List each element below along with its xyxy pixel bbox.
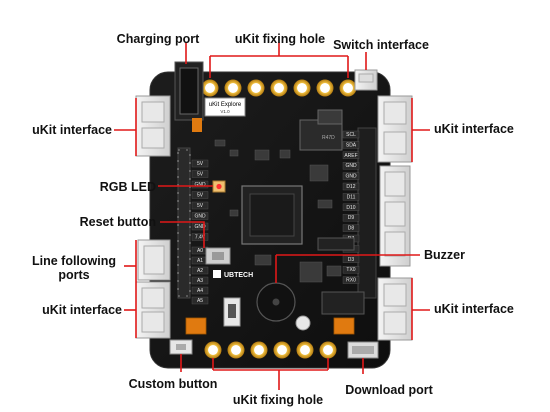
smd-components	[214, 139, 342, 283]
label-ukit-interface-left-bottom: uKit interface	[42, 303, 122, 317]
right-pin-label-bg	[342, 276, 360, 284]
ukit-connectors-right-bottom	[377, 277, 413, 341]
right-header-strip	[357, 127, 377, 299]
ukit-connectors-left-top	[135, 95, 171, 157]
left-pin-label: 7.4V	[195, 235, 206, 241]
left-analog-label-bg	[191, 266, 209, 275]
left-pin-label: 5V	[197, 161, 204, 167]
header-block-right	[317, 237, 365, 315]
left-analog-label-bg	[191, 296, 209, 305]
board-version-text: V1.0	[220, 109, 230, 114]
left-pin-label: GND	[194, 214, 206, 220]
right-pin-label: RX0	[346, 278, 356, 284]
ukit-connectors-left-mid	[137, 239, 171, 281]
board-name-text: uKit Explore	[209, 102, 242, 108]
right-pin-label-bg	[342, 224, 360, 232]
rgb-led	[212, 180, 226, 193]
label-line-following-1: Line following	[31, 254, 116, 268]
right-pin-label: D11	[347, 194, 356, 200]
left-pin-label-bg	[191, 180, 209, 189]
left-analog-label: A4	[197, 288, 203, 294]
right-pin-label-bg	[342, 161, 360, 170]
label-rgb-led: RGB LED	[99, 180, 156, 194]
right-pin-label: D8	[348, 226, 355, 232]
right-pin-label: AREF	[344, 153, 357, 159]
right-pin-label: SDA	[346, 142, 357, 148]
label-line-following-2: ports	[58, 268, 90, 282]
left-analog-label: A5	[197, 298, 203, 304]
right-pin-label-bg	[342, 203, 360, 212]
orange-capacitors	[185, 317, 355, 335]
right-pin-label: GND	[345, 163, 357, 169]
fixing-holes-top	[201, 79, 357, 97]
label-ukit-interface-left-top: uKit interface	[32, 123, 112, 137]
left-pin-label-bg	[191, 201, 209, 210]
left-analog-label: A3	[197, 278, 203, 284]
right-pin-label-bg	[342, 266, 360, 274]
ukit-connectors-right-mid	[379, 165, 411, 267]
download-port	[347, 341, 379, 359]
label-fixing-hole-bottom: uKit fixing hole	[232, 393, 324, 407]
ir-sensor	[223, 297, 241, 327]
right-pin-label: D3	[348, 257, 355, 263]
right-pin-label: GND	[345, 174, 357, 180]
left-analog-label: A2	[197, 268, 203, 274]
ubtech-logo: UBTECH	[213, 270, 253, 279]
left-pin-label-bg	[191, 212, 209, 220]
label-custom-button: Custom button	[128, 377, 218, 391]
right-pin-label-bg	[342, 141, 360, 149]
left-analog-label: A1	[197, 258, 203, 264]
label-ukit-interface-right-top: uKit interface	[434, 122, 514, 136]
label-ukit-interface-right-bottom: uKit interface	[434, 302, 514, 316]
main-mcu-chip	[241, 185, 303, 245]
left-pin-label: 5V	[197, 172, 204, 178]
ukit-connectors-right-top	[377, 95, 413, 163]
right-pin-label-bg	[342, 172, 360, 180]
left-pin-label-bg	[191, 159, 209, 168]
callout-lines	[114, 42, 430, 390]
left-pin-label-bg	[191, 233, 209, 241]
right-pin-label: D9	[348, 215, 355, 221]
label-buzzer: Buzzer	[424, 248, 465, 262]
right-pin-label: TX0	[346, 267, 355, 273]
label-switch-interface: Switch interface	[333, 38, 429, 52]
charging-port	[174, 61, 204, 132]
regulator-text: R47D	[322, 135, 335, 141]
right-pin-label-bg	[342, 130, 360, 139]
reset-button	[205, 247, 231, 265]
label-fixing-hole-top: uKit fixing hole	[234, 32, 326, 46]
left-header-strip	[177, 147, 191, 299]
right-pin-label-bg	[342, 151, 360, 160]
left-pin-labels: 5V 5V GND 5V 5V GND GND 7.4V	[191, 159, 209, 241]
right-pin-label-bg	[342, 193, 360, 201]
left-analog-label-bg	[191, 286, 209, 295]
board-name-sticker: uKit Explore V1.0	[204, 97, 246, 117]
switch-connector	[354, 69, 378, 91]
right-pin-label: D10	[346, 205, 355, 211]
ukit-connectors-left-bottom	[135, 281, 171, 339]
brand-text: UBTECH	[224, 272, 253, 279]
voltage-regulator: R47D	[299, 109, 343, 151]
right-pin-labels: SCLSDAAREFGNDGNDD12D11D10D9D8D7D4D3TX0RX…	[342, 130, 360, 284]
left-pin-label-bg	[191, 170, 209, 178]
right-pin-label: SCL	[346, 132, 356, 138]
left-pin-label: GND	[194, 224, 206, 230]
left-pin-label: 5V	[197, 193, 204, 199]
right-pin-label-bg	[342, 182, 360, 191]
left-analog-label: A0	[197, 248, 203, 254]
custom-button	[169, 339, 193, 355]
label-charging-port: Charging port	[116, 32, 200, 46]
right-pin-label-bg	[342, 213, 360, 222]
label-reset-button: Reset button	[79, 215, 156, 229]
left-pin-label-bg	[191, 191, 209, 199]
left-pin-label: 5V	[197, 203, 204, 209]
left-pin-label-bg	[191, 222, 209, 231]
label-download-port: Download port	[345, 383, 433, 397]
fixing-holes-bottom	[204, 341, 337, 359]
right-pin-label: D12	[346, 184, 355, 190]
left-analog-label-bg	[191, 276, 209, 285]
left-pin-label: GND	[194, 182, 206, 188]
